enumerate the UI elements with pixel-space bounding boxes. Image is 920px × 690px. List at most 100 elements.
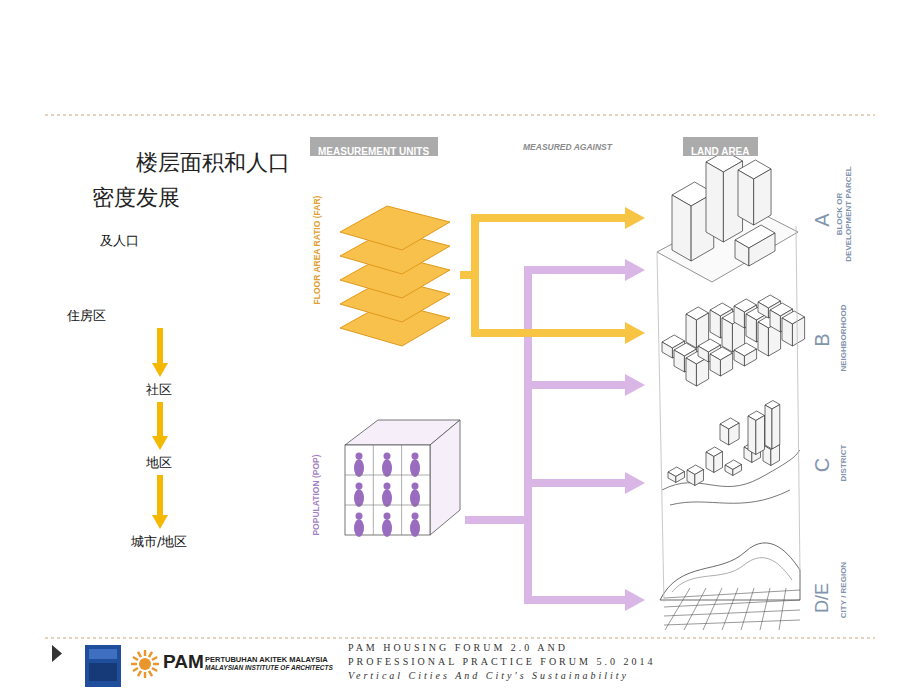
sun-ray xyxy=(138,652,141,657)
arrow-connector xyxy=(157,328,163,367)
building-face xyxy=(754,169,771,225)
drawing-part xyxy=(52,645,62,662)
axis-label: BLOCK OR DEVELOPMENT PARCEL xyxy=(835,162,853,267)
building-face xyxy=(735,240,749,266)
grid-line xyxy=(345,475,430,476)
person-body xyxy=(410,459,420,477)
area-letter: D/E xyxy=(812,583,833,613)
drawing-part xyxy=(660,543,800,630)
sun-ray xyxy=(149,671,152,676)
level-text: 地区 xyxy=(145,452,173,472)
arrow-connector xyxy=(465,483,631,520)
building-face xyxy=(720,353,732,376)
logo-text: PAM xyxy=(163,651,204,673)
building-face xyxy=(695,470,704,486)
person-head xyxy=(412,483,419,490)
land-area: CDISTRICT xyxy=(645,408,860,523)
street xyxy=(779,588,786,630)
node-text: 社区 xyxy=(146,381,172,399)
logo-text: PERTUBUHAN AKITEK MALAYSIA xyxy=(205,655,328,664)
building-face xyxy=(722,318,732,352)
drawing-part xyxy=(796,226,800,575)
building-face xyxy=(714,452,723,473)
person-head xyxy=(412,453,419,460)
note: 及人口 xyxy=(100,232,139,250)
drawing-part xyxy=(657,252,664,602)
street xyxy=(741,588,754,630)
building-face xyxy=(758,322,768,356)
node-text: LAND AREA xyxy=(691,146,750,157)
person-body xyxy=(354,459,364,477)
street xyxy=(664,620,800,625)
arrow-connector xyxy=(157,402,163,440)
sun-ray xyxy=(138,671,141,676)
slide-title: 楼层面积和人口密度发展 xyxy=(92,145,292,215)
building-face xyxy=(706,452,714,473)
level-text: 住房区 xyxy=(66,305,176,325)
building-face xyxy=(687,470,695,486)
arrow-connector xyxy=(465,520,631,600)
building-face xyxy=(672,195,691,261)
building-face xyxy=(772,405,780,450)
grid-line xyxy=(373,445,374,535)
footer-text: PAM HOUSING FORUM 2.0 AND xyxy=(348,642,568,653)
drawing-part xyxy=(89,663,117,681)
building-face xyxy=(729,423,739,445)
street xyxy=(664,610,800,616)
building-face xyxy=(744,349,756,366)
building-face xyxy=(668,472,676,483)
building-face xyxy=(674,350,684,372)
building-face xyxy=(733,465,742,476)
building-face xyxy=(792,317,804,346)
drawing-part xyxy=(662,401,800,506)
building-face xyxy=(738,170,754,225)
arrow-connector xyxy=(465,385,631,520)
person-body xyxy=(382,519,392,537)
drawing-part xyxy=(131,650,159,678)
terrain xyxy=(660,543,800,600)
axis-label: POPULATION (POP) xyxy=(312,450,322,540)
building-face xyxy=(710,354,720,376)
sun-ray xyxy=(149,652,152,657)
road xyxy=(670,490,790,505)
node-text: 住房区 xyxy=(67,307,106,325)
footer-text: PROFESSIONAL PRACTICE FORUM 5.0 2014 xyxy=(348,656,655,667)
arrow-connector xyxy=(465,270,631,520)
building-face xyxy=(686,314,696,348)
header-box: LAND AREA xyxy=(683,137,758,156)
contour xyxy=(672,558,792,592)
building-face xyxy=(746,314,756,342)
person-body xyxy=(382,489,392,507)
drawing-part xyxy=(45,638,875,639)
building-face xyxy=(770,310,780,332)
building-face xyxy=(698,346,708,362)
footer-text: Vertical Cities And City's Sustainabilit… xyxy=(348,670,629,681)
street xyxy=(664,590,800,598)
person-head xyxy=(356,483,363,490)
drawing-part xyxy=(85,645,121,687)
sun-ray xyxy=(133,668,138,671)
axis-label: NEIGHBORHOOD xyxy=(839,304,848,371)
sun-ray xyxy=(152,657,157,660)
building-face xyxy=(686,358,696,386)
drawing-part xyxy=(45,115,875,116)
axis-label: FLOOR AREA RATIO (FAR) xyxy=(313,195,323,305)
node-text: MEASUREMENT UNITS xyxy=(318,146,429,157)
sun-ray xyxy=(144,650,147,656)
arrow-connector xyxy=(157,475,163,519)
level-text: 社区 xyxy=(145,379,173,399)
land-area: D/ECITY / REGION xyxy=(645,536,860,636)
person-head xyxy=(384,483,391,490)
arrow-connector xyxy=(460,275,631,333)
building-face xyxy=(734,350,744,366)
person-head xyxy=(384,513,391,520)
person-body xyxy=(354,519,364,537)
person-body xyxy=(354,489,364,507)
land-area: ABLOCK OR DEVELOPMENT PARCEL xyxy=(645,160,860,290)
level-text: 城市/地区 xyxy=(130,531,189,551)
building-face xyxy=(734,306,744,328)
building-face xyxy=(725,465,733,476)
area-letter: A xyxy=(811,213,834,226)
person-head xyxy=(356,513,363,520)
